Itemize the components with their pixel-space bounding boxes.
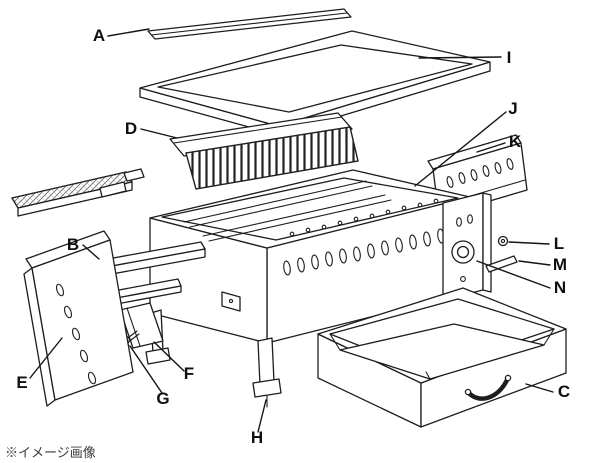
- label-f: F: [184, 364, 194, 383]
- label-e: E: [16, 373, 27, 392]
- label-m: M: [553, 255, 567, 274]
- label-d: D: [125, 119, 137, 138]
- leader-lines: [29, 28, 554, 433]
- label-j: J: [508, 99, 517, 118]
- leader-m: [518, 260, 551, 266]
- part-e-front-panel: [23, 230, 134, 407]
- leader-d: [140, 128, 178, 139]
- part-m-bracket: [485, 255, 518, 273]
- leader-j: [414, 111, 507, 187]
- part-i-lid-frame: [139, 30, 491, 136]
- drawer-handle-icon: [464, 374, 512, 401]
- label-c: C: [558, 382, 570, 401]
- leader-f: [153, 341, 185, 372]
- part-c-drawer-tray: [317, 287, 567, 428]
- label-g: G: [156, 389, 169, 408]
- burner-rack: [11, 168, 145, 217]
- leader-e: [29, 337, 63, 379]
- leader-a: [107, 28, 150, 37]
- part-f-bracket: [119, 302, 164, 349]
- label-n: N: [554, 278, 566, 297]
- leader-n: [476, 260, 551, 289]
- leader-g: [129, 345, 163, 394]
- control-panel: [442, 192, 492, 301]
- leader-h: [257, 399, 267, 433]
- leader-i: [418, 56, 502, 59]
- part-a-top-rail: [147, 8, 352, 40]
- part-l-washer: [497, 235, 509, 247]
- part-d-heat-cover: [169, 112, 359, 190]
- leader-c: [525, 383, 554, 393]
- label-i: I: [507, 48, 512, 67]
- leader-k: [476, 142, 506, 153]
- leader-l: [508, 241, 550, 245]
- label-b: B: [67, 235, 79, 254]
- label-a: A: [93, 26, 105, 45]
- part-j-main-body: [145, 169, 492, 408]
- image-caption: ※イメージ画像: [5, 445, 96, 460]
- label-k: K: [509, 132, 522, 151]
- label-h: H: [251, 428, 263, 447]
- part-labels: A B C D E F G H I J K L M N: [16, 26, 570, 447]
- label-l: L: [554, 234, 564, 253]
- leader-b: [82, 244, 100, 260]
